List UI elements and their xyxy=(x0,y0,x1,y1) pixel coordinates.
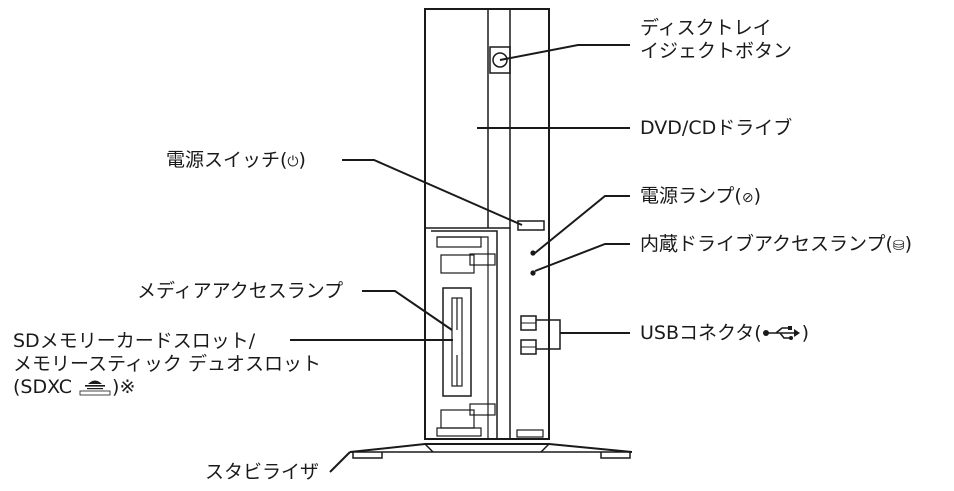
eject-label-line2: イジェクトボタン xyxy=(640,40,793,62)
leader-drive-lamp xyxy=(534,243,630,272)
media-lamp-label: メディアアクセスランプ xyxy=(137,280,344,302)
power-switch xyxy=(517,220,545,231)
stabilizer-label: スタビライザ xyxy=(205,461,320,483)
stabilizer xyxy=(349,443,633,453)
drive-access-icon: ⛁ xyxy=(892,238,905,254)
drive-lamp-label: 内蔵ドライブアクセスランプ(⛁) xyxy=(640,233,912,258)
dvd-label: DVD/CDドライブ xyxy=(640,117,793,139)
eject-button xyxy=(489,46,511,74)
leader-stabilizer xyxy=(329,451,351,473)
eject-label: ディスクトレイ イジェクトボタン xyxy=(640,17,792,63)
power-lamp-icon: ⊘ xyxy=(741,190,754,206)
eject-label-line1: ディスクトレイ xyxy=(640,17,772,39)
card-reader-door xyxy=(431,230,498,439)
tower-body xyxy=(424,8,550,440)
drive-lamp xyxy=(530,270,536,276)
leader-power-lamp xyxy=(534,195,630,254)
eject-button-circle xyxy=(492,52,508,68)
power-icon: ⏻ xyxy=(287,154,299,170)
power-lamp xyxy=(530,250,536,256)
leader-power-switch xyxy=(342,159,523,226)
usb-icon xyxy=(762,326,800,340)
sd-slot-label: SDメモリーカードスロット/ メモリースティック デュオスロット (SDXC )… xyxy=(13,330,321,398)
memory-stick-pro-duo-logo xyxy=(79,380,111,396)
leader-eject xyxy=(499,44,630,61)
usb-label: USBコネクタ( ) xyxy=(640,322,810,344)
power-switch-label: 電源スイッチ(⏻) xyxy=(166,149,306,174)
card-slot xyxy=(442,287,472,397)
leader-media-lamp xyxy=(362,290,453,331)
power-lamp-label: 電源ランプ(⊘) xyxy=(640,185,761,210)
